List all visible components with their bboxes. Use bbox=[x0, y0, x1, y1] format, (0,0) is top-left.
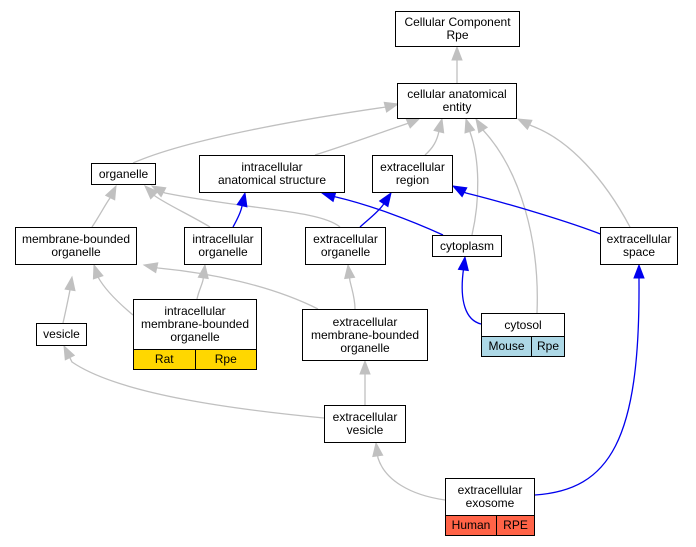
node-vesicle[interactable]: vesicle bbox=[36, 323, 87, 346]
tag-rpe: Rpe bbox=[531, 337, 564, 356]
edge-is-a bbox=[196, 263, 209, 300]
edge-line bbox=[377, 455, 446, 501]
edge-arrowhead bbox=[433, 117, 445, 134]
edge-arrowhead bbox=[378, 191, 392, 208]
edge-is-a bbox=[359, 359, 371, 405]
tag-mouse: Mouse bbox=[482, 337, 531, 356]
edge-line bbox=[91, 197, 111, 228]
edge-arrowhead bbox=[516, 118, 533, 131]
edge-is-a bbox=[424, 117, 445, 156]
species-tags: Human RPE bbox=[446, 515, 534, 535]
edge-line bbox=[196, 277, 204, 300]
edge-line bbox=[156, 267, 319, 310]
edge-line bbox=[132, 106, 387, 164]
edge-line bbox=[348, 277, 356, 310]
tag-human: Human bbox=[446, 516, 496, 535]
node-organelle[interactable]: organelle bbox=[91, 163, 156, 185]
edge-is-a bbox=[344, 263, 356, 310]
edge-arrowhead bbox=[457, 255, 469, 272]
edge-line bbox=[69, 357, 325, 419]
edge-is-a bbox=[314, 117, 422, 156]
edge-arrowhead bbox=[451, 45, 463, 61]
edge-arrowhead bbox=[359, 359, 371, 375]
edge-line bbox=[232, 205, 243, 228]
edge-arrowhead bbox=[320, 191, 337, 203]
tag-rat: Rat bbox=[134, 350, 195, 369]
species-tags: Mouse Rpe bbox=[482, 336, 564, 356]
edge-line bbox=[469, 131, 479, 236]
edge-arrowhead bbox=[633, 263, 645, 279]
edge-is-a bbox=[464, 117, 479, 236]
node-cytosol[interactable]: cytosol Mouse Rpe bbox=[481, 313, 565, 357]
node-cytoplasm[interactable]: cytoplasm bbox=[432, 235, 502, 257]
edge-is-a bbox=[62, 275, 76, 324]
edge-part-of bbox=[359, 191, 392, 228]
edge-is-a bbox=[372, 441, 446, 501]
species-tags: Rat Rpe bbox=[134, 349, 256, 369]
edge-part-of bbox=[457, 255, 482, 325]
edge-is-a bbox=[142, 262, 319, 310]
edge-line bbox=[334, 195, 444, 236]
edge-is-a bbox=[451, 45, 463, 83]
edge-arrowhead bbox=[451, 185, 468, 198]
edge-is-a bbox=[144, 185, 211, 228]
edge-line bbox=[359, 203, 385, 228]
edge-line bbox=[464, 191, 604, 236]
edge-arrowhead bbox=[236, 191, 248, 208]
edge-arrowhead bbox=[475, 117, 489, 134]
edge-is-a bbox=[63, 344, 325, 419]
edge-arrowhead bbox=[372, 441, 384, 458]
edge-arrowhead bbox=[344, 263, 356, 280]
edge-arrowhead bbox=[63, 344, 76, 361]
edge-line bbox=[153, 194, 211, 228]
edge-part-of bbox=[320, 191, 444, 236]
edge-is-a bbox=[475, 117, 538, 314]
edge-arrowhead bbox=[464, 117, 476, 134]
tag-rpe: RPE bbox=[496, 516, 534, 535]
edge-is-a bbox=[150, 185, 341, 228]
edge-is-a bbox=[91, 184, 117, 228]
edge-arrowhead bbox=[383, 101, 400, 113]
edge-is-a bbox=[132, 101, 400, 164]
edge-line bbox=[424, 130, 440, 156]
edge-arrowhead bbox=[64, 275, 76, 292]
edge-is-a bbox=[92, 263, 134, 316]
edge-part-of bbox=[534, 263, 645, 496]
edge-line bbox=[482, 129, 538, 314]
edge-arrowhead bbox=[104, 184, 117, 201]
edge-arrowhead bbox=[142, 262, 159, 274]
edge-arrowhead bbox=[197, 263, 209, 280]
tag-rpe: Rpe bbox=[194, 350, 256, 369]
edge-line bbox=[529, 124, 631, 228]
edge-line bbox=[62, 289, 71, 324]
edge-line bbox=[163, 191, 341, 228]
edge-part-of bbox=[232, 191, 248, 228]
edge-line bbox=[314, 122, 410, 156]
edge-arrowhead bbox=[405, 117, 422, 129]
edge-arrowhead bbox=[150, 185, 167, 198]
edge-line bbox=[461, 269, 482, 325]
edge-part-of bbox=[451, 185, 604, 236]
edge-arrowhead bbox=[92, 263, 104, 280]
edge-is-a bbox=[516, 118, 631, 228]
edge-line bbox=[97, 276, 134, 316]
edge-line bbox=[534, 278, 640, 496]
edge-arrowhead bbox=[144, 185, 159, 200]
